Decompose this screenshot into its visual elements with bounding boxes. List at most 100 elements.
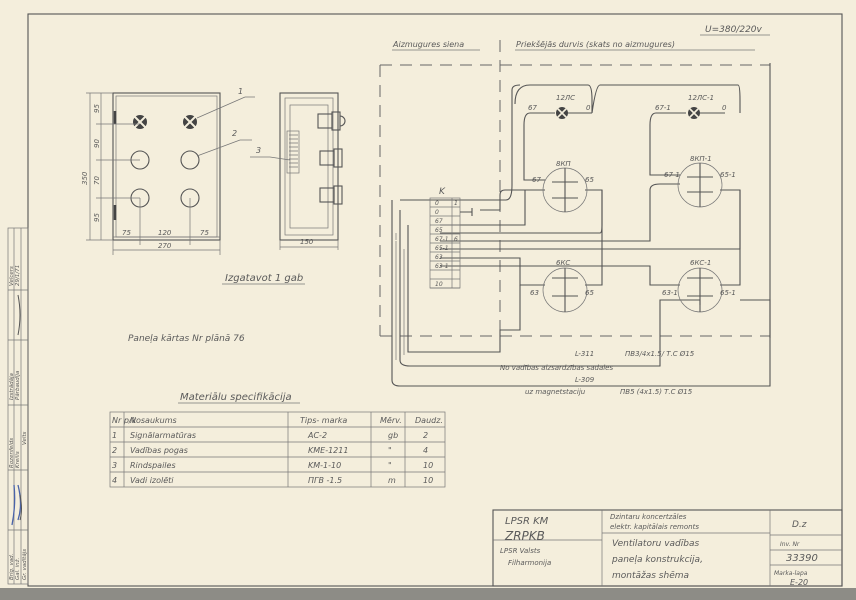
wiring-schematic: U=380/220v Aizmugures siena Priekšējās d…	[379, 25, 771, 396]
switch-label: 6КС-1	[690, 259, 711, 267]
organization: LPSR KM	[505, 516, 549, 527]
project-name: Dzintaru koncertzāles	[610, 513, 687, 521]
table-cell: m	[388, 476, 396, 485]
wire-number: 65-1	[720, 171, 736, 179]
table-cell: KM-1-10	[308, 461, 341, 470]
stamp-role: Gr. vadītājs	[22, 549, 28, 580]
wire-number: 65	[585, 176, 594, 184]
table-header: Nr p/k	[112, 416, 137, 425]
drawing-title: Ventilatoru vadības	[612, 539, 699, 549]
switch-label: 6КС	[556, 259, 570, 267]
table-cell: "	[388, 461, 392, 470]
terminal-number: 65-1	[435, 245, 449, 252]
table-cell: KME-1211	[308, 446, 348, 455]
table-cell: Signālarmatūras	[130, 431, 196, 440]
table-header: Tips- marka	[300, 416, 347, 425]
stamp-date: 29/1/71	[15, 265, 21, 286]
wire-number: 65-1	[720, 289, 736, 297]
lamp-label: 12ЛС-1	[688, 94, 714, 102]
dim: 75	[122, 229, 131, 237]
panel-side-view	[250, 92, 346, 250]
wire-number: 67	[532, 176, 541, 184]
dim: 70	[93, 176, 101, 185]
terminal-number: 0	[435, 209, 439, 216]
callout-3: 3	[256, 146, 261, 155]
callout-1: 1	[238, 87, 243, 96]
client: Filharmonija	[508, 559, 551, 567]
table-cell: ПГВ -1.5	[308, 476, 342, 485]
cable-id: L-309	[575, 376, 595, 384]
wire-number: 63-1	[662, 289, 678, 297]
stamp-name: Velcers	[9, 266, 15, 286]
table-cell: Vadības pogas	[130, 446, 188, 455]
cable-type: ПВ3/4x1.5/ Т.С Ø15	[625, 350, 695, 358]
stamp-role: Izstrādāja	[9, 372, 15, 400]
push-button-switch-icon	[542, 167, 588, 213]
push-button-switch-icon	[677, 162, 723, 208]
cable-type: ПВ5 (4x1.5) Т.С Ø15	[620, 388, 693, 396]
table-cell: 2	[423, 431, 428, 440]
table-cell: gb	[388, 431, 398, 440]
switch-label: 8КП-1	[690, 155, 712, 163]
rear-wall-label: Aizmugures siena	[392, 40, 464, 49]
table-cell: 4	[112, 476, 117, 485]
wire-number: 67	[528, 104, 537, 112]
design-stage: D.z	[792, 520, 807, 530]
cable-id: L-311	[575, 350, 594, 358]
terminal-number: 63	[435, 254, 443, 261]
table-header: Mērv.	[380, 416, 402, 425]
project-name: elektr. kapitālais remonts	[610, 523, 699, 531]
panel-note: Paneļa kārtas Nr plānā 76	[128, 334, 245, 344]
signal-lamp-icon	[133, 115, 147, 129]
push-button-icon	[180, 150, 200, 170]
wire-number: 0	[722, 104, 727, 112]
table-cell: 4	[423, 446, 428, 455]
indicator-lamp-icon	[688, 107, 700, 119]
quantity-note: Izgatavot 1 gab	[225, 273, 303, 284]
dim-depth: 150	[300, 238, 314, 246]
terminal-number: 67	[435, 218, 443, 225]
stamp-role: Brig. vad.	[9, 553, 15, 580]
wire-number: 67-1	[655, 104, 671, 112]
callout-2: 2	[232, 129, 237, 138]
terminal-marker: 1	[454, 200, 458, 207]
sheet-label: Marka-lapa	[774, 570, 808, 577]
drawing-title: montāžas shēma	[612, 571, 689, 581]
stamp-name: Velts	[22, 431, 28, 445]
terminal-number: 10	[435, 281, 443, 288]
wire-number: 65	[585, 289, 594, 297]
table-cell: 10	[423, 461, 433, 470]
stamp-role: Gal. inž.	[14, 557, 21, 580]
table-cell: Vadi izolēti	[130, 476, 174, 485]
inventory-number: 33390	[786, 553, 818, 564]
table-header: Nosaukums	[130, 416, 177, 425]
voltage-label: U=380/220v	[705, 25, 763, 35]
signal-lamp-icon	[183, 115, 197, 129]
terminal-number: 67-1	[435, 236, 449, 243]
terminal-marker: 6	[454, 236, 458, 243]
wire-number: 0	[586, 104, 591, 112]
ground-icon	[460, 208, 473, 216]
organization-code: ZRPKB	[504, 529, 545, 543]
front-door-label: Priekšējās durvis (skats no aizmugures)	[516, 39, 675, 49]
stamp-role: Pārbaudīja	[15, 370, 21, 400]
table-cell: 1	[112, 431, 117, 440]
dim: 120	[158, 229, 172, 237]
stamp-name: Rozenfelds	[9, 438, 15, 468]
push-button-switch-icon	[677, 267, 723, 313]
dim: 95	[93, 213, 101, 222]
cable-description: No vadības aizsardzības sadales	[500, 364, 613, 372]
inventory-label: Inv. Nr	[780, 541, 800, 548]
table-header: Daudz.	[415, 416, 443, 425]
table-cell: Rindspailes	[130, 461, 176, 470]
terminal-number: 65	[435, 227, 443, 234]
table-cell: "	[388, 446, 392, 455]
wire-number: 67-1	[664, 171, 680, 179]
wire-number: 63	[530, 289, 539, 297]
stamp-name: Kreilis	[15, 451, 21, 468]
table-cell: 2	[112, 446, 117, 455]
drawing-title: paneļa konstrukcija,	[611, 555, 703, 565]
